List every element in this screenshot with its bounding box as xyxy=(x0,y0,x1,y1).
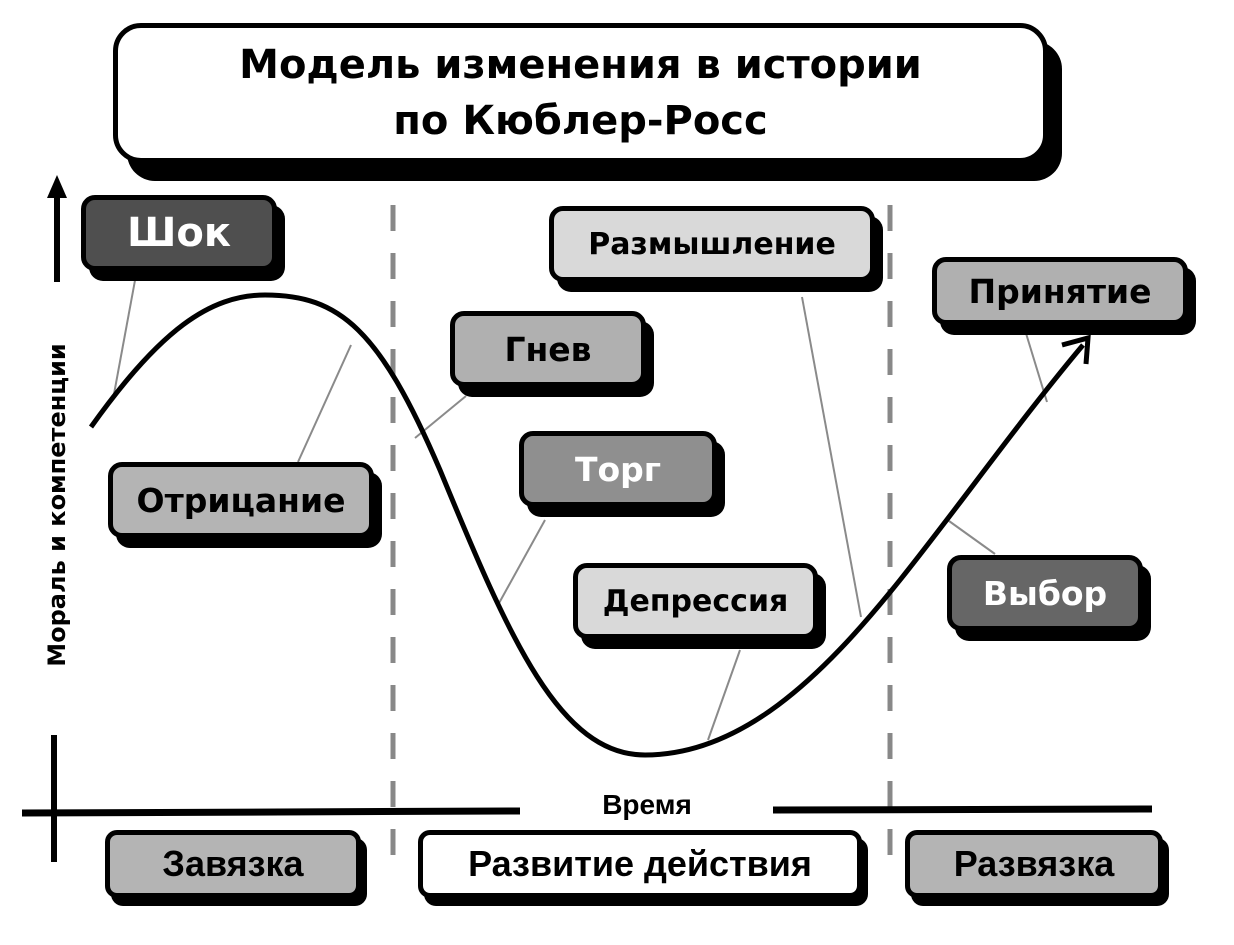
y-axis-label: Мораль и компетенции xyxy=(43,343,71,667)
stage-denial: Отрицание xyxy=(108,462,374,538)
stage-acceptance: Принятие xyxy=(932,257,1188,325)
diagram-title: Модель изменения в истории по Кюблер-Рос… xyxy=(113,23,1048,163)
stage-anger: Гнев xyxy=(450,311,646,387)
phase-setup: Завязка xyxy=(105,830,361,898)
x-axis-left xyxy=(21,807,521,817)
stage-label: Гнев xyxy=(504,329,592,369)
stage-label: Выбор xyxy=(982,573,1108,613)
stage-label: Отрицание xyxy=(136,480,346,520)
change-curve xyxy=(88,292,1085,758)
leader-bargaining xyxy=(497,519,546,606)
stage-label: Шок xyxy=(126,210,232,256)
stage-label: Депрессия xyxy=(602,583,789,619)
phase-label: Развязка xyxy=(953,843,1115,884)
stage-depression: Депрессия xyxy=(573,563,818,639)
stage-label: Торг xyxy=(574,449,662,489)
leader-acceptance xyxy=(1024,329,1048,403)
leader-depression xyxy=(707,649,741,741)
stage-label: Размышление xyxy=(588,226,836,262)
title-line-2: по Кюблер-Росс xyxy=(393,98,768,144)
leader-denial xyxy=(297,344,352,463)
stage-shock: Шок xyxy=(81,195,277,271)
phase-label: Развитие действия xyxy=(468,843,812,884)
y-axis-arrow-icon xyxy=(47,175,67,198)
stage-bargaining: Торг xyxy=(519,431,717,507)
title-line-1: Модель изменения в истории xyxy=(239,42,922,88)
phase-resolution: Развязка xyxy=(905,830,1163,898)
leader-reflection xyxy=(801,296,862,618)
x-axis-right xyxy=(772,805,1153,814)
leader-choice xyxy=(948,520,996,555)
stage-choice: Выбор xyxy=(947,555,1143,631)
stage-label: Принятие xyxy=(968,271,1152,311)
curve-arrowhead-icon xyxy=(1061,334,1091,365)
leader-shock xyxy=(113,274,137,395)
x-axis-label: Время xyxy=(602,789,692,820)
stage-reflection: Размышление xyxy=(549,206,875,282)
phase-label: Завязка xyxy=(162,843,304,884)
phase-rising-action: Развитие действия xyxy=(418,830,862,898)
